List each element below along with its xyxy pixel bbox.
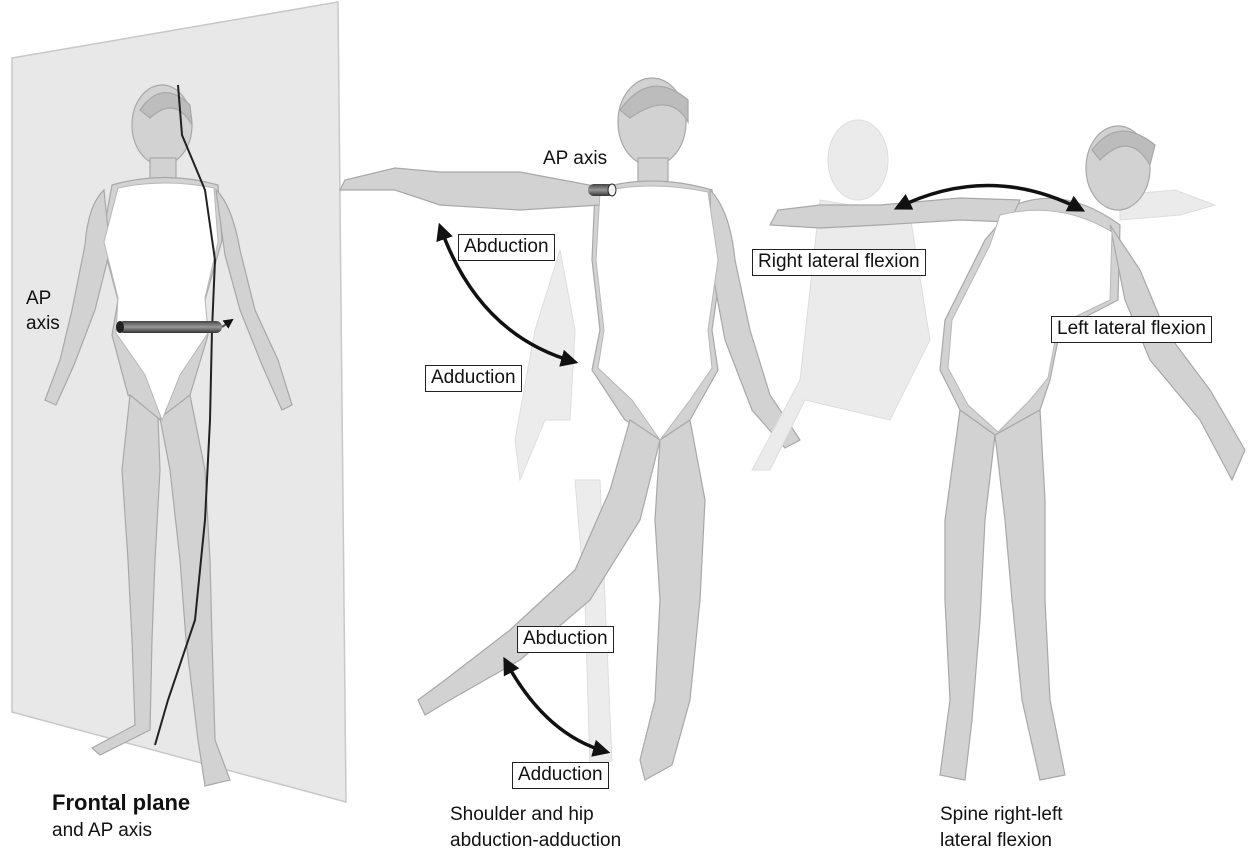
lateral-flexion-caption-line-2: lateral flexion	[940, 828, 1063, 854]
abduction-panel	[340, 78, 800, 780]
lateral-flexion-caption-line-1: Spine right-left	[940, 802, 1063, 828]
shoulder-adduction-label: Adduction	[425, 365, 522, 392]
lateral-flexion-panel	[752, 120, 1245, 780]
left-lateral-flexion-label: Left lateral flexion	[1051, 316, 1212, 343]
frontal-plane-panel	[12, 2, 346, 802]
figure-ghost	[515, 250, 612, 770]
figure-abducting	[340, 78, 800, 780]
ap-axis-label-line-1: AP	[26, 287, 60, 312]
shoulder-abduction-label: Abduction	[458, 234, 555, 261]
ap-axis-label-line-2: axis	[26, 312, 60, 337]
frontal-plane-caption: Frontal plane and AP axis	[52, 788, 190, 843]
lateral-flexion-caption: Spine right-left lateral flexion	[940, 802, 1063, 853]
hip-adduction-label: Adduction	[512, 762, 609, 789]
right-lateral-flexion-label: Right lateral flexion	[752, 249, 926, 276]
abduction-caption-line-2: abduction-adduction	[450, 828, 621, 854]
abduction-caption-line-1: Shoulder and hip	[450, 802, 621, 828]
abduction-caption: Shoulder and hip abduction-adduction	[450, 802, 621, 853]
hip-abduction-label: Abduction	[517, 626, 614, 653]
caption-subtitle: and AP axis	[52, 818, 190, 844]
ap-axis-label-frontal: AP axis	[26, 287, 60, 336]
caption-title: Frontal plane	[52, 788, 190, 818]
ap-axis-label-shoulder: AP axis	[543, 148, 607, 170]
ap-axis-rod-shoulder	[588, 184, 616, 196]
ap-axis-rod	[116, 320, 232, 333]
